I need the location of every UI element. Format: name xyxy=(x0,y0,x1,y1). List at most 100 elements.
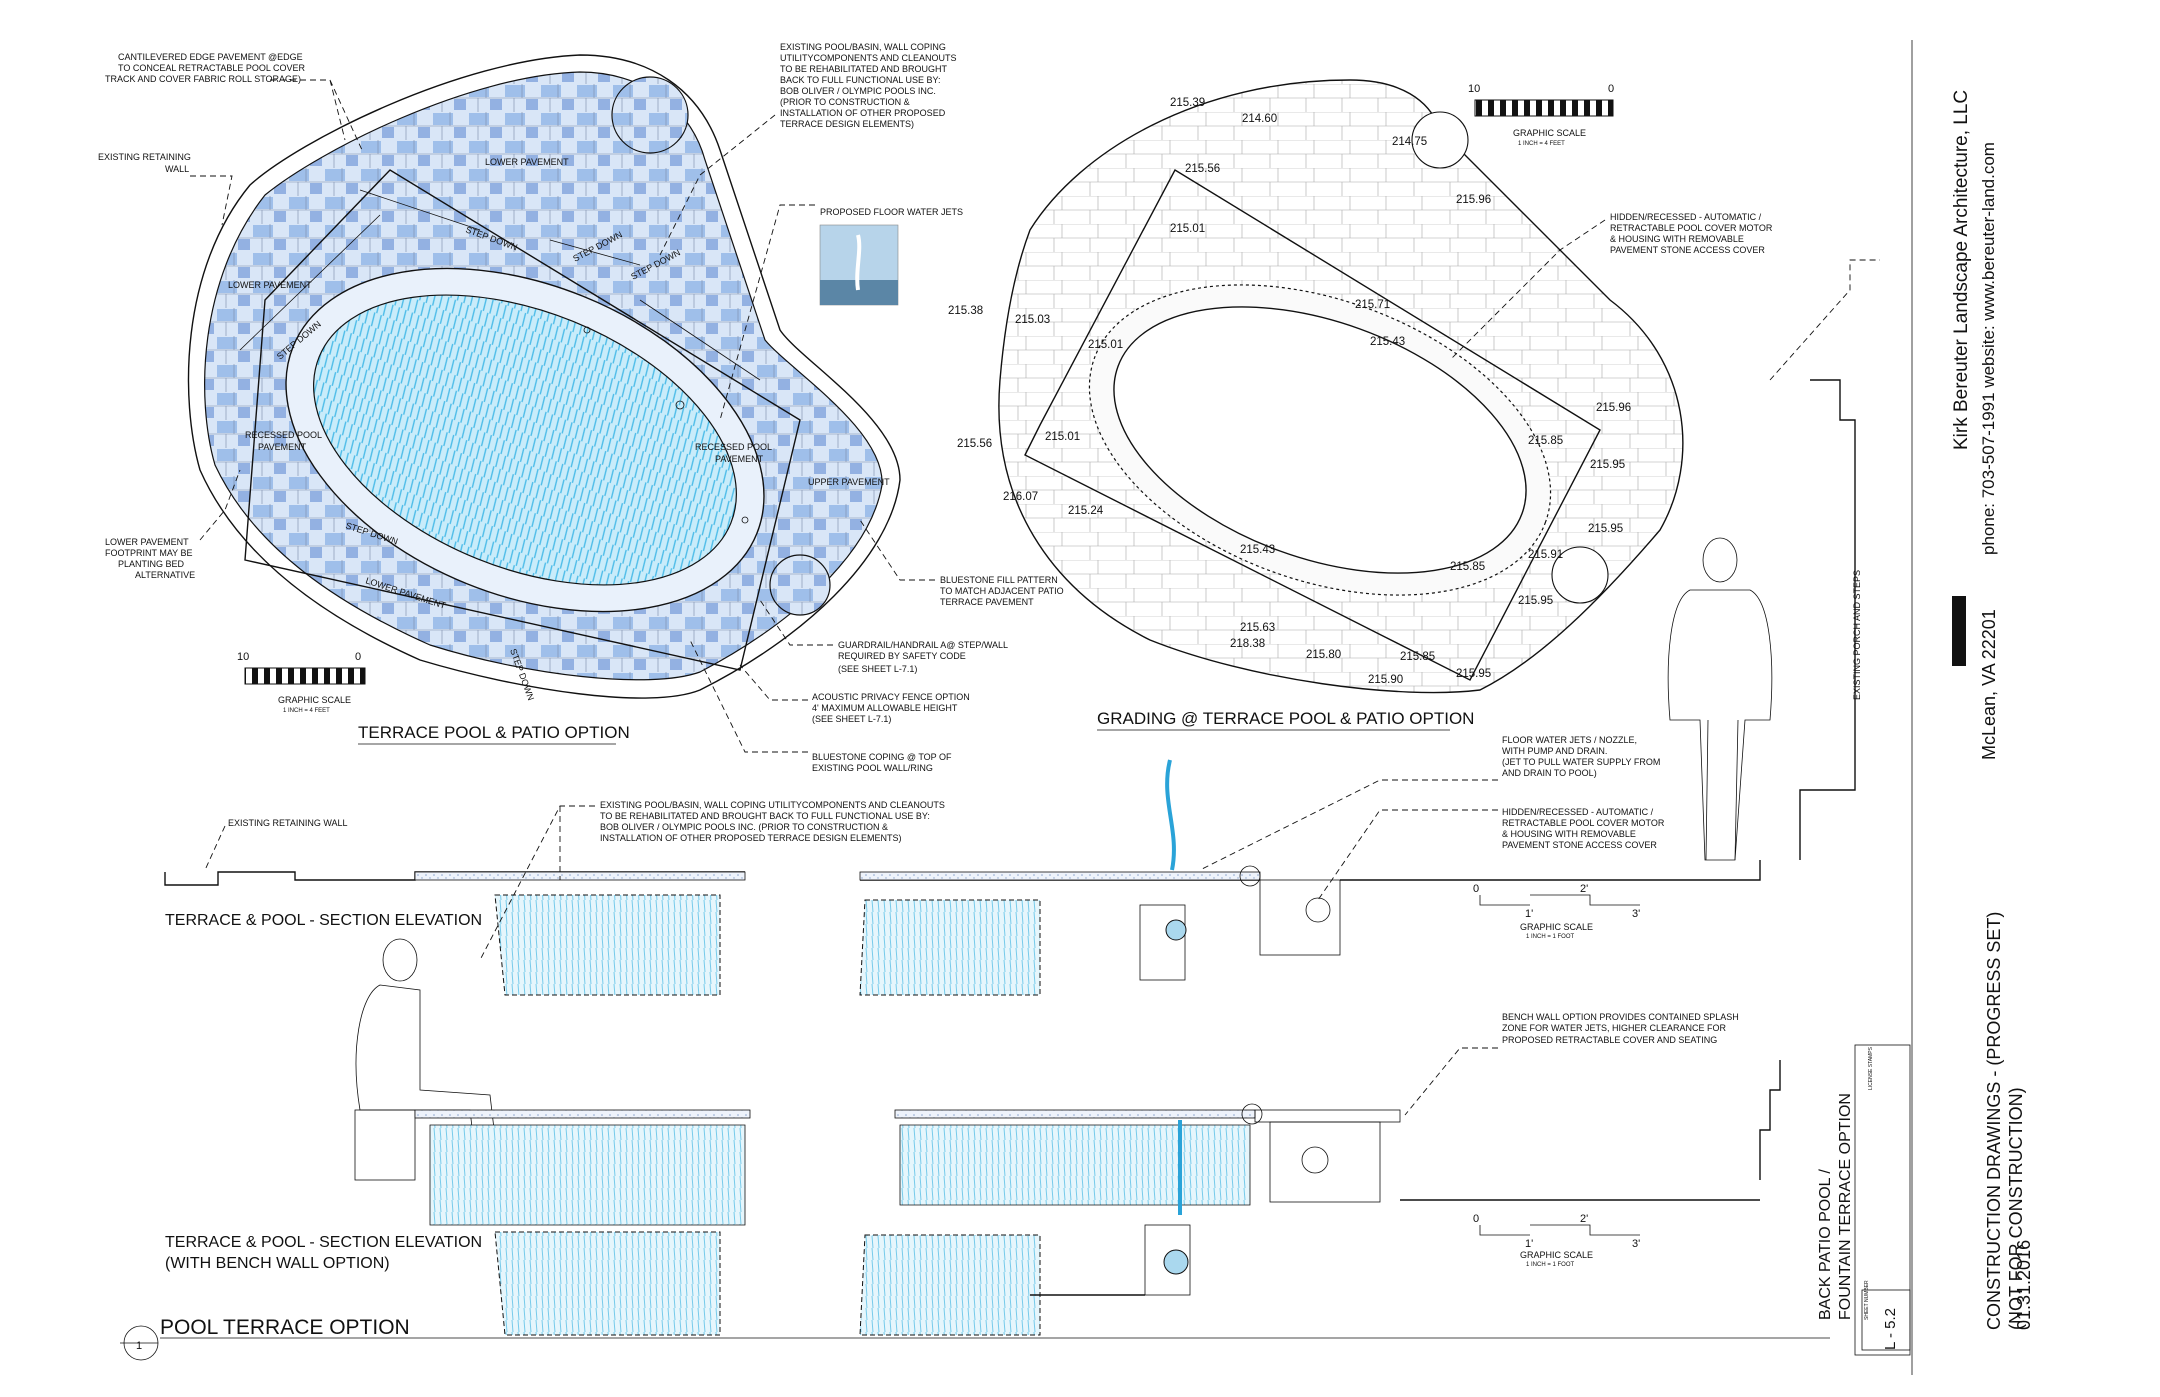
bench-wall-water-right xyxy=(899,1124,1251,1206)
svg-text:215.95: 215.95 xyxy=(1588,523,1623,535)
pool-section-water-right xyxy=(859,899,1041,996)
svg-text:TO BE REHABILITATED AND BROUGH: TO BE REHABILITATED AND BROUGHT xyxy=(780,64,948,74)
svg-text:WITH PUMP AND DRAIN.: WITH PUMP AND DRAIN. xyxy=(1502,746,1607,756)
svg-text:TERRACE DESIGN ELEMENTS): TERRACE DESIGN ELEMENTS) xyxy=(780,119,914,129)
title-block: LICENSE STAMPS SHEET NUMBER L - 5.2 BACK… xyxy=(1817,40,2034,1375)
callout-floor-jets: PROPOSED FLOOR WATER JETS xyxy=(719,204,963,421)
svg-text:BACK TO FULL FUNCTIONAL USE BY: BACK TO FULL FUNCTIONAL USE BY: xyxy=(780,75,941,85)
svg-text:1': 1' xyxy=(1525,908,1533,920)
svg-text:BENCH WALL OPTION PROVIDES CON: BENCH WALL OPTION PROVIDES CONTAINED SPL… xyxy=(1502,1012,1739,1022)
svg-text:1 INCH = 1 FOOT: 1 INCH = 1 FOOT xyxy=(1526,1262,1575,1268)
label-recessed-pool-2a: RECESSED POOL xyxy=(695,442,772,452)
svg-text:215.90: 215.90 xyxy=(1368,674,1403,686)
svg-text:215.71: 215.71 xyxy=(1355,299,1390,311)
svg-text:FLOOR WATER JETS / NOZZLE,: FLOOR WATER JETS / NOZZLE, xyxy=(1502,735,1637,745)
svg-text:215.85: 215.85 xyxy=(1450,561,1485,573)
svg-text:& HOUSING WITH REMOVABLE: & HOUSING WITH REMOVABLE xyxy=(1502,829,1636,839)
pool-section-water-left xyxy=(494,894,721,996)
pool-water xyxy=(313,294,737,586)
graphic-scale-section2: 0 1' 2' 3' GRAPHIC SCALE 1 INCH = 1 FOOT xyxy=(1473,1213,1640,1268)
drawing-set: CONSTRUCTION DRAWINGS - (PROGRESS SET) xyxy=(1984,912,2004,1330)
label-recessed-pool-1a: RECESSED POOL xyxy=(245,430,322,440)
label-recessed-pool-1b: PAVEMENT xyxy=(258,442,307,452)
svg-text:TO BE REHABILITATED AND BROUGH: TO BE REHABILITATED AND BROUGHT BACK TO … xyxy=(600,811,930,821)
callout-bluestone-coping: BLUESTONE COPING @ TOP OF EXISTING POOL … xyxy=(689,639,952,773)
label-lower-pavement-top: LOWER PAVEMENT xyxy=(485,157,569,167)
svg-text:EXISTING POOL WALL/RING: EXISTING POOL WALL/RING xyxy=(812,763,933,773)
drawing-date: 01.31.2016 xyxy=(2014,1240,2034,1330)
svg-text:215.95: 215.95 xyxy=(1590,459,1625,471)
svg-text:GUARDRAIL/HANDRAIL A@ STEP/WAL: GUARDRAIL/HANDRAIL A@ STEP/WALL xyxy=(838,640,1008,650)
section-elevation-2: TERRACE & POOL - SECTION ELEVATION (WITH… xyxy=(165,1012,1760,1336)
grading-pool xyxy=(1113,306,1527,574)
callout-bluestone-fill: BLUESTONE FILL PATTERN TO MATCH ADJACENT… xyxy=(859,519,1064,607)
existing-porch-steps: EXISTING PORCH AND STEPS xyxy=(1759,259,1880,1180)
svg-text:BLUESTONE COPING @ TOP OF: BLUESTONE COPING @ TOP OF xyxy=(812,752,952,762)
callout-existing-pool: EXISTING POOL/BASIN, WALL COPING UTILITY… xyxy=(659,42,957,256)
svg-text:GRAPHIC SCALE: GRAPHIC SCALE xyxy=(278,695,351,705)
svg-text:4' MAXIMUM ALLOWABLE HEIGHT: 4' MAXIMUM ALLOWABLE HEIGHT xyxy=(812,703,958,713)
callout-retaining-wall: EXISTING RETAINING WALL xyxy=(98,152,233,226)
standing-person-figure xyxy=(1667,537,1773,861)
svg-text:AND DRAIN TO POOL): AND DRAIN TO POOL) xyxy=(1502,768,1597,778)
sheet-title-line2: FOUNTAIN TERRACE OPTION xyxy=(1837,1093,1854,1320)
svg-text:216.07: 216.07 xyxy=(1003,491,1038,503)
svg-text:215.01: 215.01 xyxy=(1170,223,1205,235)
svg-text:PAVEMENT STONE ACCESS COVER: PAVEMENT STONE ACCESS COVER xyxy=(1610,245,1765,255)
svg-text:TO CONCEAL RETRACTABLE POOL CO: TO CONCEAL RETRACTABLE POOL COVER xyxy=(118,63,306,73)
svg-text:214.75: 214.75 xyxy=(1392,136,1427,148)
svg-text:215.56: 215.56 xyxy=(1185,163,1220,175)
graphic-scale-right: 10 0 GRAPHIC SCALE 1 INCH = 4 FEET xyxy=(1468,83,1614,147)
firm-contact: phone: 703-507-1991 website: www.bereute… xyxy=(1979,142,1998,555)
spot-elevations: 215.39 214.60 214.75 215.56 215.96 215.0… xyxy=(948,97,1631,686)
svg-text:215.95: 215.95 xyxy=(1456,668,1491,680)
svg-text:215.96: 215.96 xyxy=(1456,194,1491,206)
callout-section1-existing: EXISTING POOL/BASIN, WALL COPING UTILITY… xyxy=(479,800,945,961)
svg-text:1': 1' xyxy=(1525,1238,1533,1250)
sheet-title-line1: BACK PATIO POOL / xyxy=(1817,1169,1834,1320)
svg-text:0: 0 xyxy=(1608,83,1614,95)
recessed-pavement-frame xyxy=(244,169,801,671)
svg-text:10: 10 xyxy=(1468,83,1480,95)
svg-text:ZONE FOR WATER JETS, HIGHER CL: ZONE FOR WATER JETS, HIGHER CLEARANCE FO… xyxy=(1502,1023,1727,1033)
svg-text:ALTERNATIVE: ALTERNATIVE xyxy=(135,570,195,580)
svg-text:BOB OLIVER / OLYMPIC POOLS INC: BOB OLIVER / OLYMPIC POOLS INC. xyxy=(780,86,936,96)
svg-text:TRACK AND COVER FABRIC ROLL ST: TRACK AND COVER FABRIC ROLL STORAGE) xyxy=(105,74,301,84)
svg-text:EXISTING POOL/BASIN, WALL COPI: EXISTING POOL/BASIN, WALL COPING xyxy=(780,42,946,52)
svg-text:215.96: 215.96 xyxy=(1596,402,1631,414)
grading-plan: 215.39 214.60 214.75 215.56 215.96 215.0… xyxy=(948,79,1773,731)
callout-fence: ACOUSTIC PRIVACY FENCE OPTION 4' MAXIMUM… xyxy=(739,664,970,724)
svg-text:HIDDEN/RECESSED - AUTOMATIC /: HIDDEN/RECESSED - AUTOMATIC / xyxy=(1502,807,1654,817)
graphic-scale-section1: 0 1' 2' 3' GRAPHIC SCALE 1 INCH = 1 FOOT xyxy=(1473,883,1640,940)
svg-text:215.56: 215.56 xyxy=(957,438,992,450)
bench-wall-water-left xyxy=(429,1124,746,1226)
svg-text:0: 0 xyxy=(1473,883,1479,895)
sheet-number: L - 5.2 xyxy=(1882,1308,1899,1350)
svg-text:BOB OLIVER / OLYMPIC POOLS INC: BOB OLIVER / OLYMPIC POOLS INC. (PRIOR T… xyxy=(600,822,888,832)
plan-title-grading: GRADING @ TERRACE POOL & PATIO OPTION xyxy=(1097,709,1474,728)
firm-name: Kirk Bereuter Landscape Architecture, LL… xyxy=(1951,90,1972,450)
svg-text:INSTALLATION OF OTHER PROPOSED: INSTALLATION OF OTHER PROPOSED xyxy=(780,108,946,118)
svg-text:(PRIOR TO CONSTRUCTION &: (PRIOR TO CONSTRUCTION & xyxy=(780,97,910,107)
svg-text:2': 2' xyxy=(1580,1213,1588,1225)
svg-text:0: 0 xyxy=(355,651,361,663)
svg-text:215.91: 215.91 xyxy=(1528,549,1563,561)
svg-text:GRAPHIC SCALE: GRAPHIC SCALE xyxy=(1513,128,1586,138)
svg-text:218.38: 218.38 xyxy=(1230,638,1265,650)
svg-text:HIDDEN/RECESSED - AUTOMATIC /: HIDDEN/RECESSED - AUTOMATIC / xyxy=(1610,212,1762,222)
svg-text:215.24: 215.24 xyxy=(1068,505,1104,517)
svg-text:215.85: 215.85 xyxy=(1528,435,1563,447)
svg-text:ACOUSTIC PRIVACY FENCE OPTION: ACOUSTIC PRIVACY FENCE OPTION xyxy=(812,692,970,702)
svg-text:BLUESTONE FILL PATTERN: BLUESTONE FILL PATTERN xyxy=(940,575,1058,585)
footer-title: POOL TERRACE OPTION xyxy=(160,1316,410,1339)
svg-text:UTILITYCOMPONENTS AND CLEANOUT: UTILITYCOMPONENTS AND CLEANOUTS xyxy=(780,53,957,63)
pool-section2-water-left xyxy=(494,1231,721,1336)
redacted-address xyxy=(1952,596,1966,666)
section2-title-line1: TERRACE & POOL - SECTION ELEVATION xyxy=(165,1234,482,1251)
svg-text:CANTILEVERED EDGE PAVEMENT @ED: CANTILEVERED EDGE PAVEMENT @EDGE xyxy=(118,52,303,62)
svg-text:EXISTING RETAINING WALL: EXISTING RETAINING WALL xyxy=(228,818,348,828)
firm-location: McLean, VA 22201 xyxy=(1979,609,1999,760)
svg-text:REQUIRED BY SAFETY CODE: REQUIRED BY SAFETY CODE xyxy=(838,651,966,661)
svg-text:215.43: 215.43 xyxy=(1240,544,1275,556)
